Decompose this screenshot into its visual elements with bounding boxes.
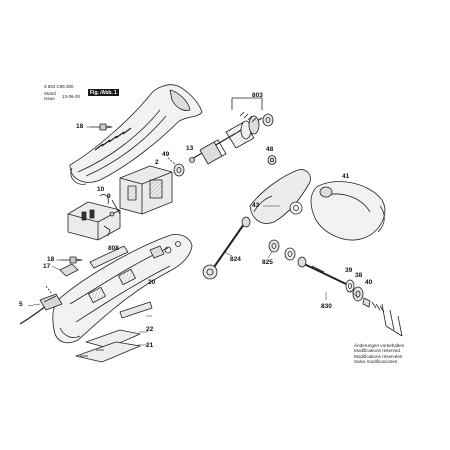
callout-17: 17	[43, 263, 51, 270]
notice-line-fr: Modifications réservées	[354, 353, 403, 359]
part-48	[267, 155, 277, 165]
washer-39	[345, 279, 355, 293]
nut-40	[362, 297, 385, 313]
label-808	[89, 245, 129, 269]
screws-right	[381, 303, 403, 337]
callout-38: 38	[355, 272, 363, 279]
connecting-rod-824	[202, 216, 251, 280]
callout-825: 825	[262, 259, 273, 266]
callout-40: 40	[365, 279, 373, 286]
document-number: 3 603 C95 000	[44, 84, 74, 89]
callout-803: 803	[252, 92, 263, 99]
callout-43: 43	[252, 202, 260, 209]
issue-label: Issue	[44, 96, 55, 101]
armature-803	[189, 97, 274, 165]
stator-2	[119, 165, 173, 215]
clip-17	[59, 263, 79, 277]
callout-5: 5	[19, 301, 23, 308]
part-13	[189, 157, 195, 163]
callout-41: 41	[342, 173, 350, 180]
callout-49: 49	[162, 151, 170, 158]
plate-22	[85, 329, 141, 349]
callout-13: 13	[186, 145, 194, 152]
upper-housing	[69, 84, 203, 185]
callout-808: 808	[108, 245, 119, 252]
callout-830: 830	[321, 303, 332, 310]
label-20	[119, 301, 153, 319]
switch-assembly-10	[67, 194, 121, 241]
screw-18-bottom	[60, 256, 83, 264]
notice-line-en: Modifications reserved	[354, 348, 400, 354]
leader-lines	[27, 126, 359, 346]
callout-48: 48	[266, 146, 274, 153]
stand-label: Stand	[44, 91, 56, 96]
callout-9: 9	[107, 193, 111, 200]
callout-39: 39	[345, 267, 353, 274]
power-cord-5	[19, 285, 63, 325]
spindle-830	[297, 256, 347, 285]
callout-2: 2	[155, 159, 159, 166]
callout-10: 10	[97, 186, 105, 193]
modification-notice: Änderungen vorbehalten Modifications res…	[354, 343, 404, 365]
screw-18-top	[90, 123, 113, 131]
stand-date: 13-06-20	[62, 94, 81, 99]
washer-38	[352, 286, 364, 302]
plate-21	[75, 341, 141, 363]
notice-line-de: Änderungen vorbehalten	[354, 343, 405, 348]
callout-824: 824	[230, 256, 241, 263]
callout-18-bottom: 18	[47, 256, 55, 263]
blade-guard-41	[310, 181, 386, 241]
callout-22: 22	[146, 326, 154, 333]
bearing-49	[167, 157, 185, 177]
gear-housing-43	[249, 169, 311, 224]
notice-line-es: Salvo modificaciones	[354, 359, 398, 365]
bearing-825	[268, 239, 296, 261]
figure-label: Fig. /Abb. 1	[88, 89, 119, 96]
lower-housing	[52, 234, 193, 344]
callout-20: 20	[148, 279, 156, 286]
callout-18-top: 18	[76, 123, 84, 130]
callout-21: 21	[146, 342, 154, 349]
